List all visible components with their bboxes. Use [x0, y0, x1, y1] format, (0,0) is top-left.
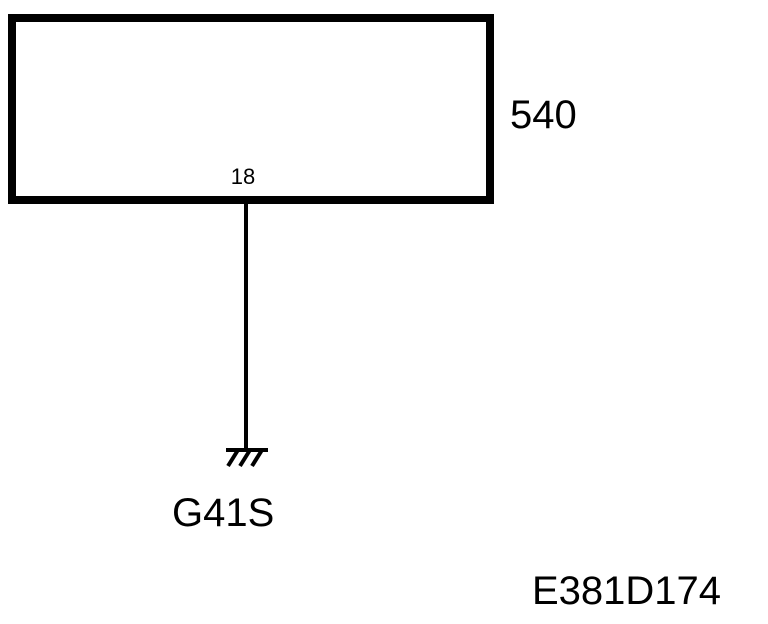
ground-wire [244, 196, 248, 450]
chassis-ground-icon [226, 448, 268, 468]
figure-id: E381D174 [532, 569, 722, 613]
pin-number: 18 [227, 164, 259, 190]
ground-label: G41S [172, 491, 275, 535]
component-number: 540 [510, 93, 577, 137]
